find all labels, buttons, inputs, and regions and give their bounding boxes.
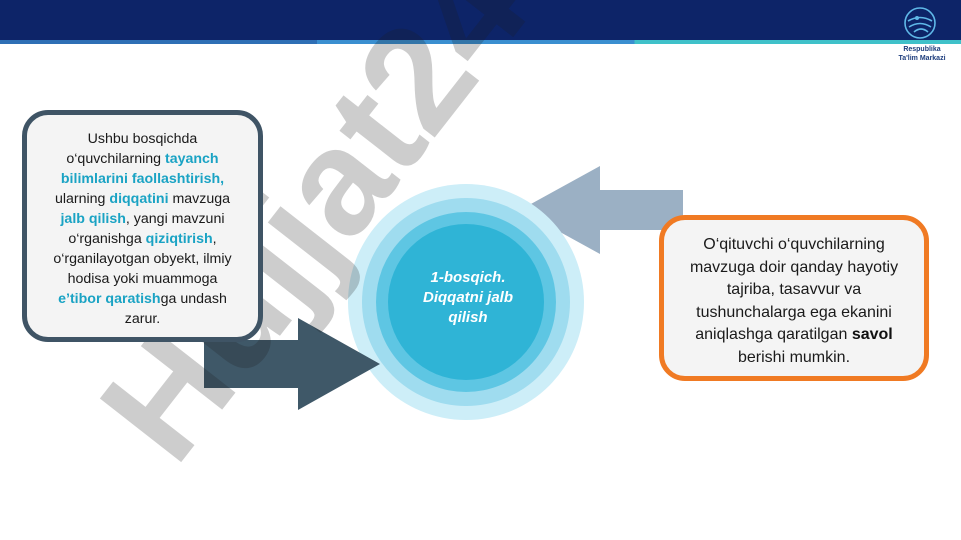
logo-caption: Respublika Ta'lim Markazi bbox=[884, 46, 960, 63]
right-text-2: berishi mumkin. bbox=[737, 348, 851, 366]
logo-caption-line1: Respublika bbox=[903, 46, 941, 53]
stage-label: 1-bosqich. Diqqatni jalb qilish bbox=[398, 268, 538, 328]
right-info-box: O‘qituvchi o‘quvchilarning mavzuga doir … bbox=[659, 215, 929, 381]
left-text-6: ga undash zarur. bbox=[124, 291, 227, 327]
header-stripe bbox=[0, 40, 961, 44]
left-highlight-1: tayanch bilimlarini faollashtirish, bbox=[60, 151, 225, 187]
left-highlight-2: diqqatini bbox=[109, 191, 169, 207]
stage-label-line2: Diqqatni jalb bbox=[423, 289, 513, 306]
left-highlight-4: qiziqtirish bbox=[145, 231, 213, 247]
left-info-box: Ushbu bosqichda o‘quvchilarning tayanch … bbox=[22, 110, 263, 342]
left-text-5: , o‘rganilayotgan obyekt, ilmiy hodisa y… bbox=[53, 231, 232, 287]
left-highlight-5: e’tibor qaratish bbox=[58, 291, 161, 307]
left-text-2: ularning bbox=[54, 191, 110, 207]
right-text-1: O‘qituvchi o‘quvchilarning mavzuga doir … bbox=[689, 236, 899, 343]
header-bar bbox=[0, 0, 961, 40]
logo-caption-line2: Ta'lim Markazi bbox=[898, 54, 946, 62]
left-text-4: , yangi mavzuni o‘rganishga bbox=[68, 211, 225, 247]
left-text-1: Ushbu bosqichda o‘quvchilarning bbox=[66, 131, 198, 167]
stage-label-line3: qilish bbox=[448, 309, 488, 326]
right-bold-word: savol bbox=[851, 326, 893, 343]
left-text-3: mavzuga bbox=[168, 191, 231, 207]
globe-logo-icon bbox=[904, 7, 936, 39]
left-highlight-3: jalb qilish bbox=[60, 211, 126, 227]
stage-label-line1: 1-bosqich. bbox=[430, 269, 506, 286]
